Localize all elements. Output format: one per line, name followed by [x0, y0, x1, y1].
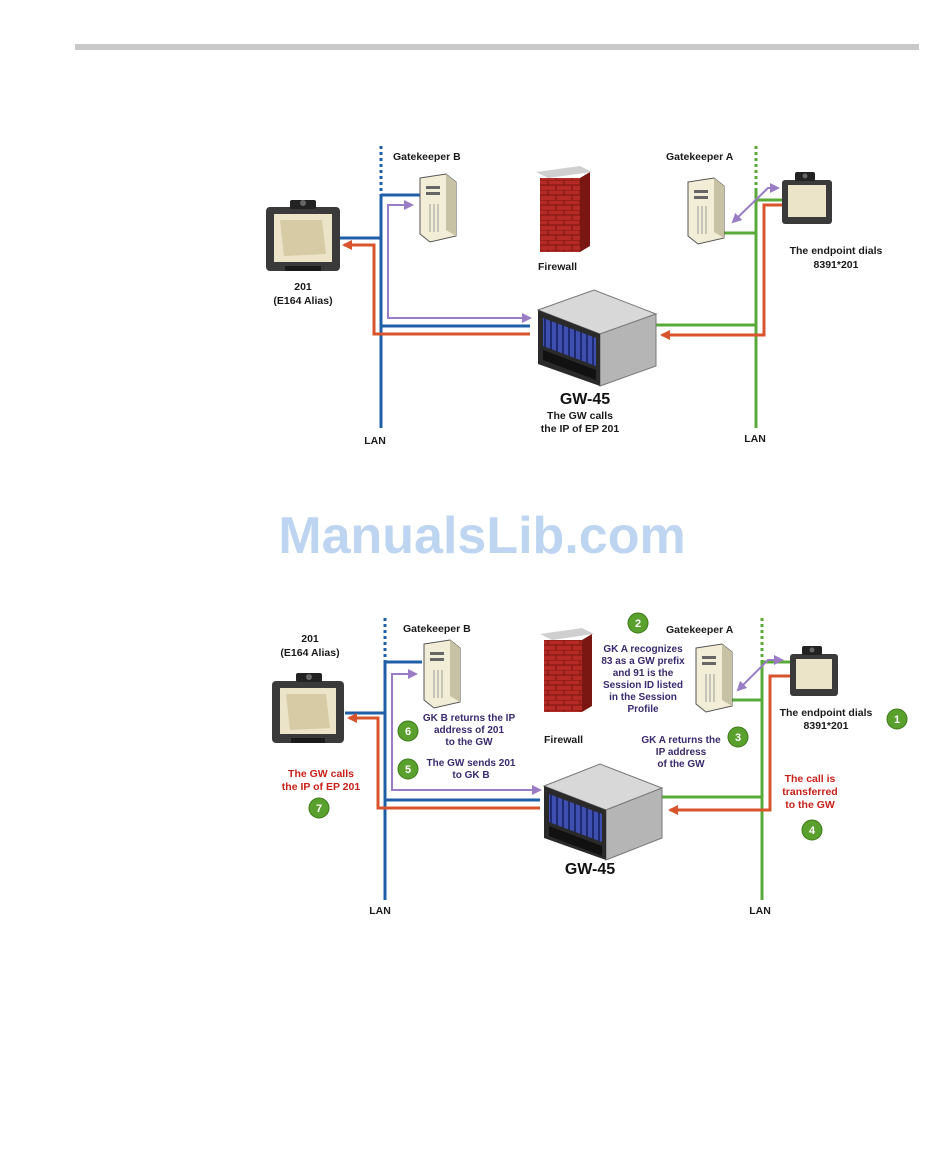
gatekeeper-b-label: Gatekeeper B — [393, 151, 461, 163]
step-6-badge: 6 — [405, 726, 411, 738]
step-5-text: The GW sends 201 — [427, 758, 516, 769]
server-icon — [695, 643, 733, 713]
endpoint-dials-number: 8391*201 — [814, 259, 859, 271]
monitor-icon — [266, 200, 340, 271]
gw-calls-label: The GW calls — [547, 410, 613, 422]
step-3-text: IP address — [656, 747, 707, 758]
step-5: 5 The GW sends 201 to GK B — [397, 758, 516, 781]
endpoint-201-alias-label: (E164 Alias) — [273, 295, 332, 307]
firewall-label: Firewall — [538, 261, 577, 273]
step-2-text: Profile — [627, 704, 659, 715]
step-1-text: 8391*201 — [804, 720, 849, 732]
step-4-text: to the GW — [785, 799, 835, 811]
step-6-text: GK B returns the IP — [423, 713, 516, 724]
firewall-icon — [536, 166, 592, 252]
diagram-1: Gatekeeper B Gatekeeper A Firewall 201 (… — [266, 146, 883, 447]
step-2-text: 83 as a GW prefix — [601, 656, 685, 667]
gateway-icon — [536, 289, 658, 387]
watermark: ManualsLib.com — [278, 507, 685, 565]
lan-left-label: LAN — [364, 435, 386, 447]
lan-right-label: LAN — [749, 905, 771, 917]
signal-gka-endpoint — [731, 183, 780, 224]
step-5-text: to GK B — [452, 770, 489, 781]
server-icon — [419, 173, 457, 243]
signal-gw-gkb — [387, 200, 532, 323]
step-3-text: of the GW — [657, 759, 705, 770]
step-2-text: GK A recognizes — [603, 644, 683, 655]
step-7-badge: 7 — [316, 803, 322, 815]
step-1: The endpoint dials 8391*201 1 — [780, 707, 908, 732]
step-3-badge: 3 — [735, 732, 741, 744]
step-1-text: The endpoint dials — [780, 707, 873, 719]
step-2-badge: 2 — [635, 618, 641, 630]
signal-gw-gkb — [391, 669, 542, 795]
step-6-text: address of 201 — [434, 725, 504, 736]
step-7-text: The GW calls — [288, 768, 354, 780]
step-2: 2 GK A recognizes 83 as a GW prefix and … — [601, 612, 685, 715]
step-4-text: The call is — [785, 773, 836, 785]
step-6: 6 GK B returns the IP address of 201 to … — [397, 713, 516, 748]
signal-gka-endpoint — [736, 655, 784, 692]
diagram-2: Gatekeeper B Gatekeeper A Firewall 201 (… — [272, 612, 908, 917]
step-2-text: Session ID listed — [603, 680, 683, 691]
firewall-icon — [540, 628, 594, 712]
step-7-text: the IP of EP 201 — [282, 781, 361, 793]
gatekeeper-a-label: Gatekeeper A — [666, 151, 734, 163]
gateway-icon — [542, 763, 664, 861]
endpoint-201-label: 201 — [301, 633, 319, 645]
server-icon — [423, 639, 461, 709]
firewall-label: Firewall — [544, 734, 583, 746]
step-2-text: and 91 is the — [613, 668, 674, 679]
monitor-icon — [272, 673, 344, 743]
gatekeeper-b-label: Gatekeeper B — [403, 623, 471, 635]
call-flow-endpoint-gw — [660, 203, 782, 340]
gateway-label: GW-45 — [565, 861, 615, 878]
step-1-badge: 1 — [894, 714, 900, 726]
call-flow-gw-ep201 — [342, 240, 530, 336]
call-flow-endpoint-gw — [668, 674, 790, 815]
step-4-text: transferred — [782, 786, 837, 798]
step-3-text: GK A returns the — [641, 735, 721, 746]
page-header-rule — [75, 44, 919, 50]
gw-calls-label: the IP of EP 201 — [541, 423, 620, 435]
endpoint-201-label: 201 — [294, 281, 312, 293]
step-2-text: in the Session — [609, 692, 677, 703]
step-4: The call is transferred to the GW 4 — [782, 773, 838, 841]
gatekeeper-a-label: Gatekeeper A — [666, 624, 734, 636]
endpoint-201-alias-label: (E164 Alias) — [280, 647, 339, 659]
step-5-badge: 5 — [405, 764, 411, 776]
lan-left-label: LAN — [369, 905, 391, 917]
step-3: GK A returns the IP address of the GW 3 — [641, 726, 749, 770]
call-flow-gw-ep201 — [347, 713, 540, 810]
gateway-label: GW-45 — [560, 391, 610, 408]
monitor-icon — [790, 646, 838, 696]
monitor-icon — [782, 172, 832, 224]
step-4-badge: 4 — [809, 825, 816, 837]
server-icon — [687, 177, 725, 245]
lan-right-label: LAN — [744, 433, 766, 445]
step-7: The GW calls the IP of EP 201 7 — [282, 768, 361, 819]
endpoint-dials-label: The endpoint dials — [790, 245, 883, 257]
step-6-text: to the GW — [445, 737, 493, 748]
